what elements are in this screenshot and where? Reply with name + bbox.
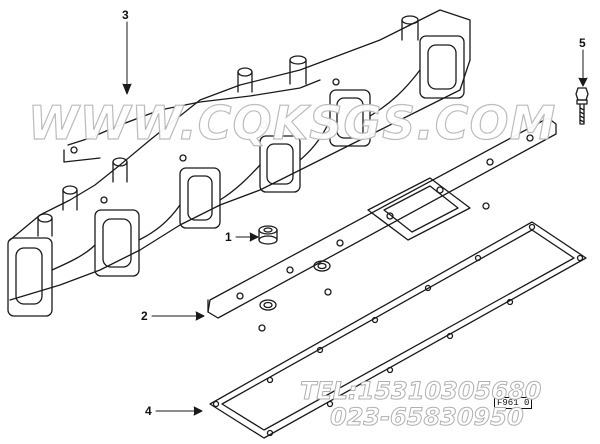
callout-1: 1 bbox=[225, 230, 232, 244]
cover-plate bbox=[207, 117, 557, 332]
watermark-contact: TEL:15310305680 023-65830950 bbox=[300, 377, 600, 431]
leader-lines bbox=[122, 21, 588, 416]
callout-4: 4 bbox=[145, 404, 152, 418]
exhaust-manifold bbox=[7, 9, 471, 317]
arrow-2 bbox=[195, 311, 205, 321]
pipe-plug bbox=[258, 225, 278, 245]
arrow-3 bbox=[122, 83, 132, 95]
drawing-code: F961 0 bbox=[494, 397, 533, 409]
cap-screw bbox=[575, 87, 589, 125]
callout-5: 5 bbox=[579, 36, 586, 50]
arrow-4 bbox=[193, 406, 203, 416]
arrow-5 bbox=[578, 77, 588, 87]
callout-2: 2 bbox=[141, 309, 148, 323]
watermark-site: WWW.CQKSGS.COM bbox=[27, 95, 557, 150]
gasket bbox=[209, 221, 587, 439]
watermark-phone: 023-65830950 bbox=[330, 403, 525, 431]
watermark-tel: TEL:15310305680 bbox=[300, 377, 542, 405]
callout-3: 3 bbox=[122, 8, 129, 22]
arrow-1 bbox=[249, 232, 259, 242]
